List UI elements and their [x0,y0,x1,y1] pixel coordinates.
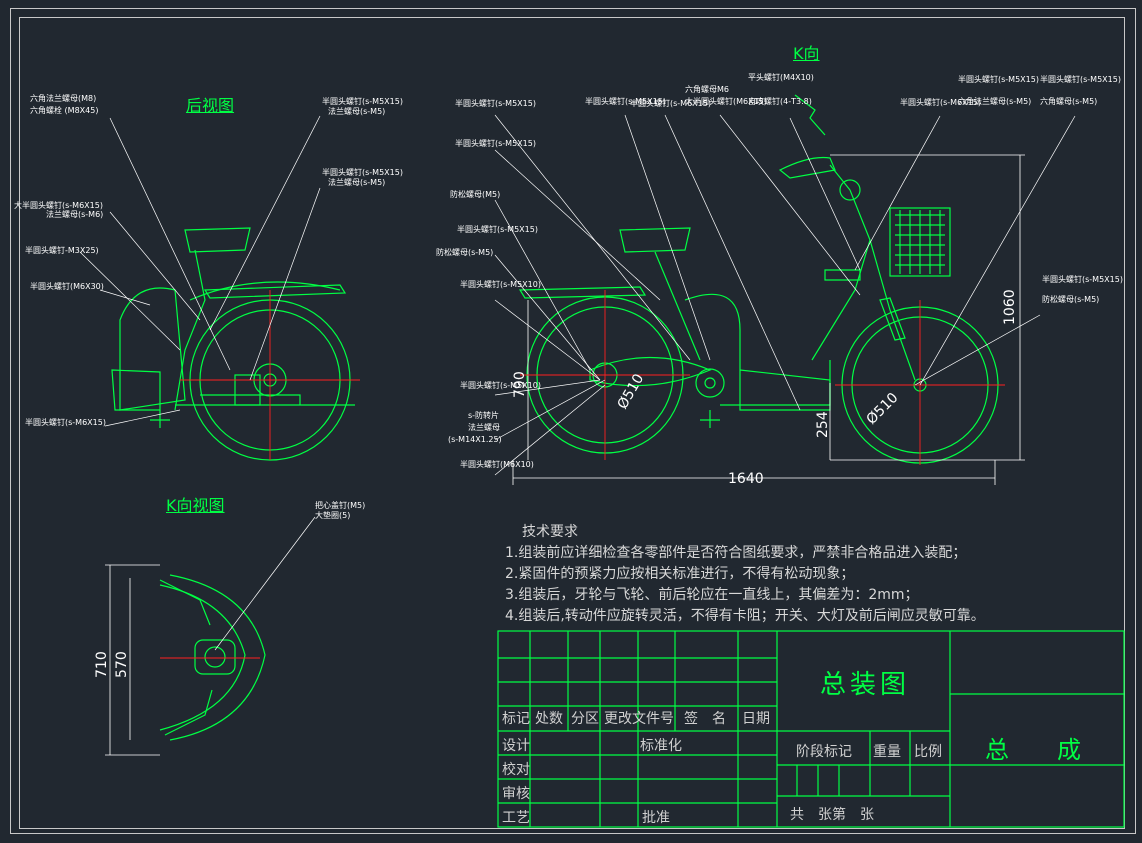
label: 半圆头螺钉(s-M6X15) [900,97,981,107]
label: 六角螺母(s-M5) [1040,96,1097,106]
tech-item: 1.组装前应详细检查各零部件是否符合图纸要求，严禁非合格品进入装配； [505,545,967,561]
dim-570: 570 [114,651,130,678]
label: 六角法兰螺母(s-M5) [958,96,1031,106]
product-name: 总 成 [985,736,1081,764]
drawing-border [19,17,1125,829]
label-process: 工艺 [502,810,530,826]
leader-lines [79,114,1076,651]
k-arrow [794,94,826,136]
label: (s-M14X1.25) [448,435,502,444]
label: s-防转片 [468,410,499,420]
label: 大垫圈(5) [315,510,350,520]
dimension-lines [105,154,1025,756]
k-view-handlebar [159,574,266,741]
label: 平头螺钉(M4X10) [748,72,814,82]
tech-item: 2.紧固件的预紧力应按相关标准进行，不得有松动现象； [505,566,855,582]
label-stage: 阶段标记 [796,744,852,760]
side-view-bike [518,156,999,464]
label: 半圆头螺钉(M6X30) [30,281,104,291]
label-approve: 批准 [642,810,670,826]
drawing-name: 总装图 [820,670,911,700]
label: 把心盖钉(M5) [315,500,365,510]
label: 半圆头螺钉(s-M5X15) [455,98,536,108]
label-sheets: 共 张第 张 [790,807,874,823]
label: 半圆头螺钉(s-M5X15) [958,74,1039,84]
label: 法兰螺母(s-M5) [328,106,385,116]
label-review: 审核 [502,786,530,802]
label: 半圆头螺钉(s-M5X15) [322,96,403,106]
label: 六角螺栓 (M8X45) [30,105,98,115]
label: 半圆头螺钉(s-M6X15) [630,98,711,108]
dim-height: 1060 [1002,289,1018,325]
technical-requirements: 技术要求 1.组装前应详细检查各零部件是否符合图纸要求，严禁非合格品进入装配； … [505,522,985,627]
tech-item: 4.组装后,转动件应旋转灵活，不得有卡阻；开关、大灯及前后闸应灵敏可靠。 [505,608,985,624]
annotation-labels: 六角法兰螺母(M8) 六角螺栓 (M8X45) 大半圆头螺钉(s-M6X15) … [14,72,1123,520]
label-standard: 标准化 [640,738,682,754]
dim-seat: 790 [512,371,528,398]
label-weight: 重量 [873,744,901,760]
label: 半圆头螺钉(s-M5X15) [585,96,666,106]
center-lines [160,290,1005,659]
label: 半圆头螺钉(s-M5X15) [1042,274,1123,284]
col-zone: 分区 [571,711,599,727]
label: 半圆头螺钉-M3X25) [25,245,99,255]
dim-wheel-rear: Ø510 [615,371,648,412]
label: 半圆头螺钉(s-M5X15) [455,138,536,148]
col-mark: 标记 [502,711,530,727]
label: 大半圆头螺钉(M6X15) [685,96,767,106]
k-view-title: K向视图 [166,496,225,515]
label: 自攻螺钉(4-T3.8) [748,96,812,106]
label: 半圆头螺钉(s-M5X15) [322,167,403,177]
outer-frame [10,8,1136,834]
dim-wheel-front: Ø510 [864,390,902,428]
label: 半圆头螺钉(s-M6X15) [25,417,106,427]
label-scale: 比例 [914,744,942,760]
title-block-lines [497,630,1125,828]
label: 半圆头螺钉(s-M5X10) [460,380,541,390]
label: 防松螺母(s-M5) [436,247,493,257]
col-sign: 签 名 [684,711,726,727]
rear-view-title: 后视图 [186,96,235,115]
label-design: 设计 [502,738,530,754]
label: 法兰螺母(s-M5) [328,177,385,187]
col-count: 处数 [535,711,563,727]
label: 半圆头螺钉(s-M5X15) [1040,74,1121,84]
col-date: 日期 [742,711,770,727]
dim-length: 1640 [728,471,764,487]
label: 六角螺母M6 [685,84,729,94]
label: 半圆头螺钉(s-M5X10) [460,279,541,289]
label: 大半圆头螺钉(s-M6X15) [14,200,103,210]
k-direction-title: K向 [793,44,820,63]
label: 法兰螺母 [468,422,500,432]
label: 法兰螺母(s-M6) [46,209,103,219]
label: 防松螺母(s-M5) [1042,294,1099,304]
label: 六角法兰螺母(M8) [30,93,96,103]
label: 半圆头螺钉(M6X10) [460,459,534,469]
tech-heading: 技术要求 [522,524,578,540]
dim-ground: 254 [815,411,831,438]
label-check: 校对 [502,762,530,778]
label: 防松螺母(M5) [450,189,500,199]
col-change-doc: 更改文件号 [604,711,674,727]
dim-710: 710 [94,651,110,678]
label: 半圆头螺钉(s-M5X15) [457,224,538,234]
tech-item: 3.组装后，牙轮与飞轮、前后轮应在一直线上，其偏差为：2mm； [505,587,919,603]
rear-view-bike [111,227,355,461]
